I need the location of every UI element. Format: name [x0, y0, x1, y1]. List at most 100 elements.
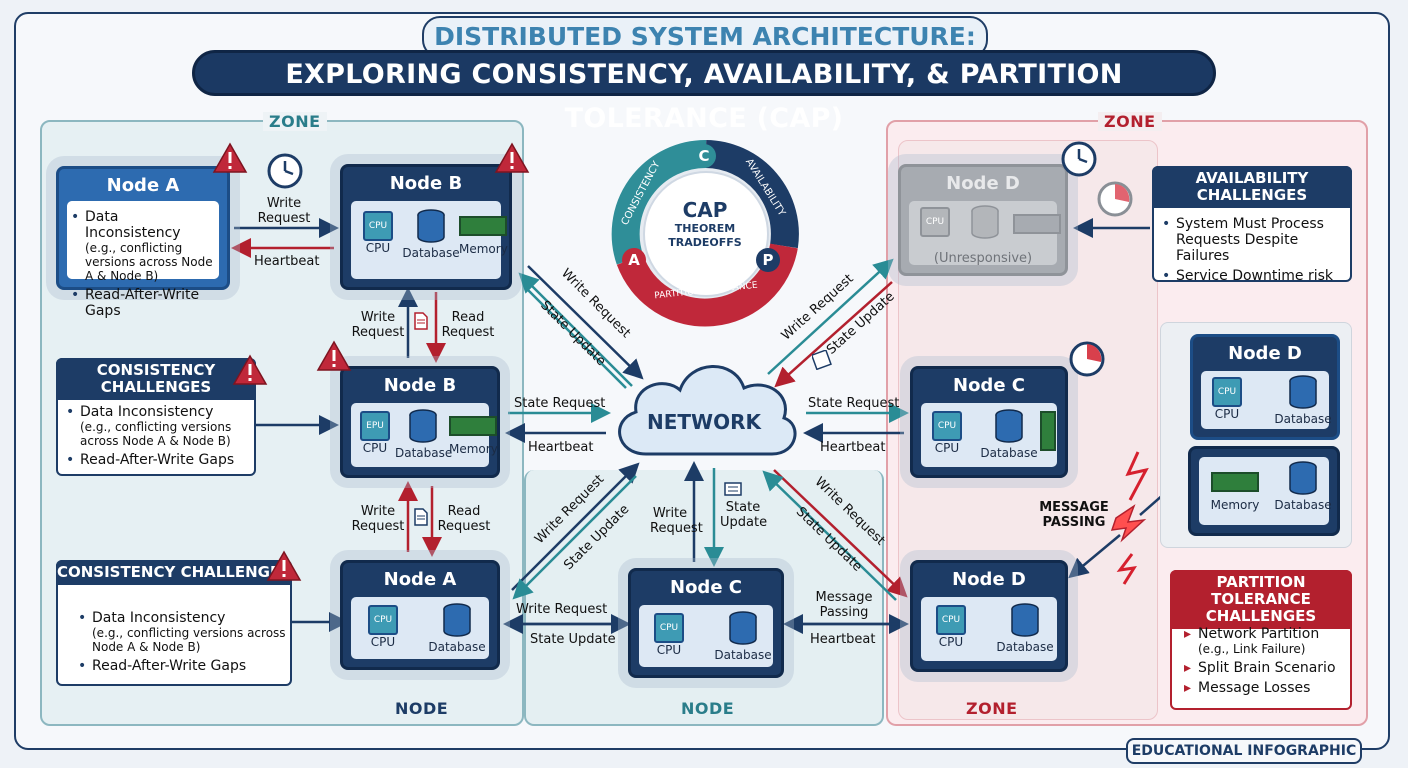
zone-middle-bottom-label: NODE — [681, 699, 735, 718]
memory-component: Memory — [1207, 463, 1263, 512]
node-d-panel-storage-body: Memory Database — [1199, 457, 1332, 525]
label-state-request: State Request — [514, 396, 606, 411]
document-icon — [414, 508, 428, 526]
database-icon — [417, 209, 445, 243]
database-icon — [1289, 375, 1317, 409]
cap-center-title: CAP — [682, 198, 728, 222]
node-a-top-body: Data Inconsistency(e.g., conflicting ver… — [67, 201, 219, 319]
clock-icon — [1061, 141, 1097, 177]
label-write-request: Write Request — [516, 602, 608, 617]
label-read-request: Read Request — [437, 504, 491, 534]
network-cloud-icon — [618, 365, 797, 456]
list-item: Data Inconsistency(e.g., conflicting ver… — [76, 610, 286, 654]
memory-icon — [1211, 472, 1259, 492]
database-icon — [443, 603, 471, 637]
cpu-chip-icon: CPU — [920, 207, 950, 237]
database-component: Database — [1271, 461, 1335, 512]
document-icon — [414, 312, 428, 330]
database-component: Database — [1271, 375, 1335, 426]
list-item: Read-After-Write Gaps — [76, 658, 286, 674]
clock-icon — [267, 153, 303, 189]
list-item: Data Inconsistency(e.g., conflicting ver… — [64, 404, 250, 448]
label-write-request: Write Request — [351, 504, 405, 534]
node-d-grey-title: Node D — [946, 173, 1020, 194]
database-component: Database — [395, 409, 452, 460]
label-read-request: Read Request — [441, 310, 495, 340]
node-d-status: (Unresponsive) — [933, 251, 1033, 266]
node-c-bottom-title: Node C — [670, 577, 742, 598]
warning-icon — [212, 142, 248, 173]
label-message-passing: Message Passing — [815, 590, 873, 620]
database-icon — [729, 611, 757, 645]
label-state-update: State Update — [530, 632, 616, 647]
node-d-right-title: Node D — [952, 569, 1026, 590]
label-heartbeat: Heartbeat — [254, 254, 320, 269]
zone-right-label: ZONE — [1098, 112, 1162, 131]
title-line2: EXPLORING CONSISTENCY, AVAILABILITY, & P… — [192, 50, 1216, 134]
database-component: Database — [993, 603, 1057, 654]
label-write-request: Write Request — [650, 506, 703, 536]
cap-theorem-ring — [611, 139, 799, 327]
zone-left-label: ZONE — [263, 112, 327, 131]
warning-icon — [494, 142, 530, 173]
zone-right-bottom-label: ZONE — [966, 699, 1018, 718]
cpu-chip-icon: CPU — [932, 411, 962, 441]
memory-component: Memory — [449, 407, 498, 456]
cpu-chip-icon: CPU — [654, 613, 684, 643]
partition-box-header: PARTITION TOLERANCE CHALLENGES — [1170, 570, 1352, 629]
node-a-top[interactable]: Node A Data Inconsistency(e.g., conflict… — [56, 166, 230, 319]
node-a-top-issues: Data Inconsistency(e.g., conflicting ver… — [67, 201, 219, 319]
label-message-passing-caps: MESSAGE PASSING — [1039, 500, 1109, 530]
warning-icon — [266, 550, 302, 581]
database-icon — [1289, 461, 1317, 495]
node-b-top-title: Node B — [389, 173, 463, 194]
cpu-chip-icon: CPU — [363, 211, 393, 241]
footer-badge — [1126, 738, 1362, 764]
label-state-update: State Update — [720, 500, 768, 530]
list-item: System Must Process Requests Despite Fai… — [1160, 216, 1346, 264]
list-item: Service Downtime risk — [1160, 268, 1346, 284]
list-item: Message Losses — [1182, 680, 1346, 696]
node-d-panel-title: Node D — [1228, 343, 1302, 364]
node-b-mid-title: Node B — [383, 375, 457, 396]
list-item: Read-After-Write Gaps — [64, 452, 250, 468]
timeout-clock-icon — [1069, 341, 1105, 377]
memory-icon — [459, 216, 507, 236]
node-a-bottom-title: Node A — [383, 569, 457, 590]
cap-letter-c: C — [698, 147, 710, 165]
node-c-right-title: Node C — [953, 375, 1025, 396]
database-component: Database — [977, 409, 1041, 460]
cpu-component: CPU — [915, 207, 955, 237]
partition-tolerance-challenges-box: PARTITION TOLERANCE CHALLENGES Network P… — [1170, 570, 1352, 710]
memory-icon — [449, 416, 497, 436]
node-d-unresponsive[interactable]: Node D CPU (Unresponsive) — [898, 164, 1068, 276]
consistency-challenges-box-2: CONSISTENCY CHALLENGES Data Inconsistenc… — [56, 560, 292, 686]
memory-component — [1039, 411, 1057, 451]
timeout-clock-icon — [1097, 181, 1133, 217]
footer-label: EDUCATIONAL INFOGRAPHIC — [1131, 743, 1357, 759]
availability-box-header: AVAILABILITY CHALLENGES — [1152, 166, 1352, 208]
label-write-request: Write Request — [351, 310, 405, 340]
node-d-grey-body: CPU (Unresponsive) — [909, 201, 1061, 266]
database-icon — [971, 205, 999, 239]
cpu-chip-icon: CPU — [368, 605, 398, 635]
cap-center-sub1: THEOREM — [674, 222, 736, 235]
network-label: NETWORK — [646, 410, 761, 434]
database-icon — [409, 409, 437, 443]
node-d-panel-storage[interactable]: Memory Database — [1188, 446, 1340, 536]
